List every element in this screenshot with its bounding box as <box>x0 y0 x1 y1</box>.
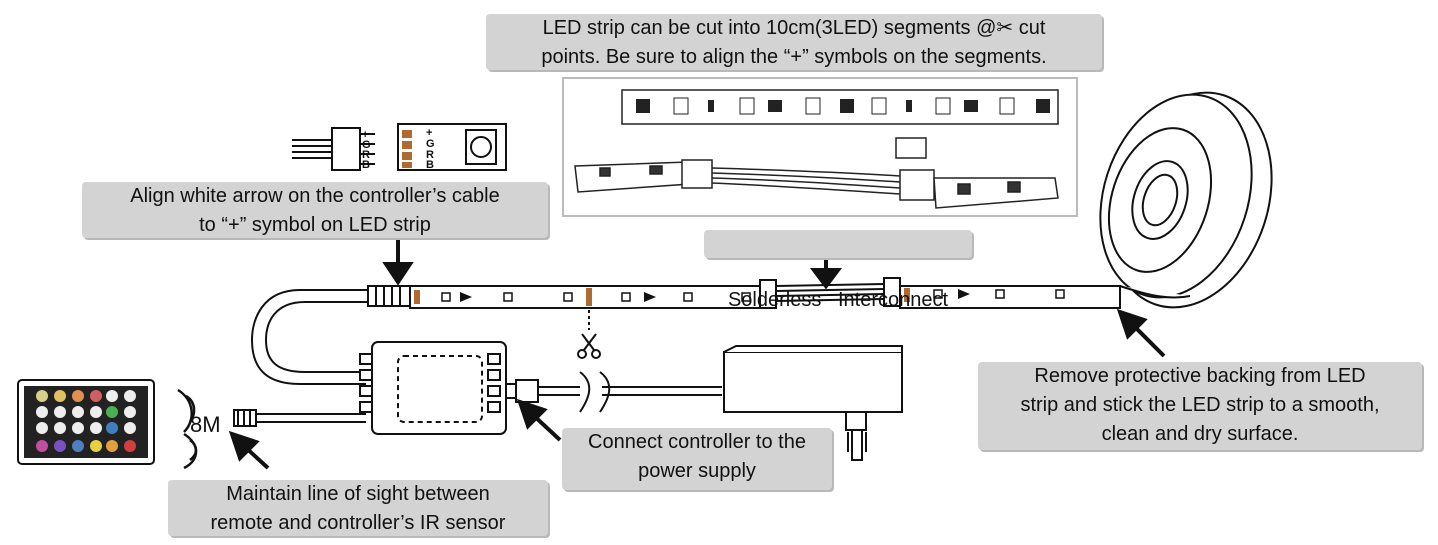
pin-label-plus-cable: + <box>362 129 368 141</box>
ir-distance-label: 8M <box>190 412 221 437</box>
pin-label-plus-strip: + <box>426 127 432 139</box>
backing-line2: strip and stick the LED strip to a smoot… <box>1020 394 1380 416</box>
remote-control-icon <box>17 379 155 465</box>
cut-detail-connector <box>574 137 1059 209</box>
interconnect-callout: Solderless Interconnect <box>704 230 972 311</box>
arrow-down-icon <box>382 238 414 286</box>
power-adapter-icon <box>723 345 903 461</box>
align-arrow-line1: Align white arrow on the controller’s ca… <box>130 185 500 207</box>
interconnect-label: Solderless Interconnect <box>727 289 949 311</box>
cut-detail-strip <box>621 89 1059 125</box>
backing-line1: Remove protective backing from LED <box>1034 365 1366 387</box>
power-cable <box>505 371 722 413</box>
scissors-icon: ✂ <box>996 17 1014 39</box>
pin-label-b-strip: B <box>426 159 434 171</box>
power-supply-line2: power supply <box>638 460 756 482</box>
pin-label-r-cable: R <box>362 149 370 161</box>
led-reel-icon <box>1099 91 1273 309</box>
align-arrow-line2: to “+” symbol on LED strip <box>199 214 431 236</box>
arrow-up-left-icon <box>516 398 562 442</box>
align-arrow-callout: Align white arrow on the controller’s ca… <box>82 182 548 238</box>
controller-box-icon <box>359 341 507 435</box>
cut-instructions-callout: LED strip can be cut into 10cm(3LED) seg… <box>486 14 1102 70</box>
arrow-up-left-icon <box>228 430 270 470</box>
backing-line3: clean and dry surface. <box>1101 423 1299 445</box>
ir-signal-icon <box>177 388 198 470</box>
controller-cable <box>250 285 411 385</box>
connector-pinout <box>292 123 507 171</box>
backing-callout: Remove protective backing from LED strip… <box>978 362 1422 450</box>
line-of-sight-line1: Maintain line of sight between <box>226 483 490 505</box>
pin-label-r-strip: R <box>426 149 434 161</box>
line-of-sight-callout: Maintain line of sight between remote an… <box>168 480 548 536</box>
cut-instructions-line2: points. Be sure to align the “+” symbols… <box>541 46 1047 68</box>
pin-label-g-strip: G <box>426 138 435 150</box>
power-supply-line1: Connect controller to the <box>588 431 806 453</box>
pin-label-b-cable: B <box>362 159 370 171</box>
power-supply-callout: Connect controller to the power supply <box>562 428 832 490</box>
pin-label-g-cable: G <box>362 139 371 151</box>
cut-instructions-line1-end: cut <box>1018 17 1046 39</box>
arrow-down-icon <box>810 256 842 290</box>
scissors-icon <box>577 333 601 359</box>
ir-receiver-cable <box>233 409 366 427</box>
solderless-interconnect <box>759 277 901 309</box>
cut-instructions-line1: LED strip can be cut into 10cm(3LED) seg… <box>542 17 997 39</box>
line-of-sight-line2: remote and controller’s IR sensor <box>210 512 506 534</box>
arrow-up-left-icon <box>1116 308 1166 358</box>
